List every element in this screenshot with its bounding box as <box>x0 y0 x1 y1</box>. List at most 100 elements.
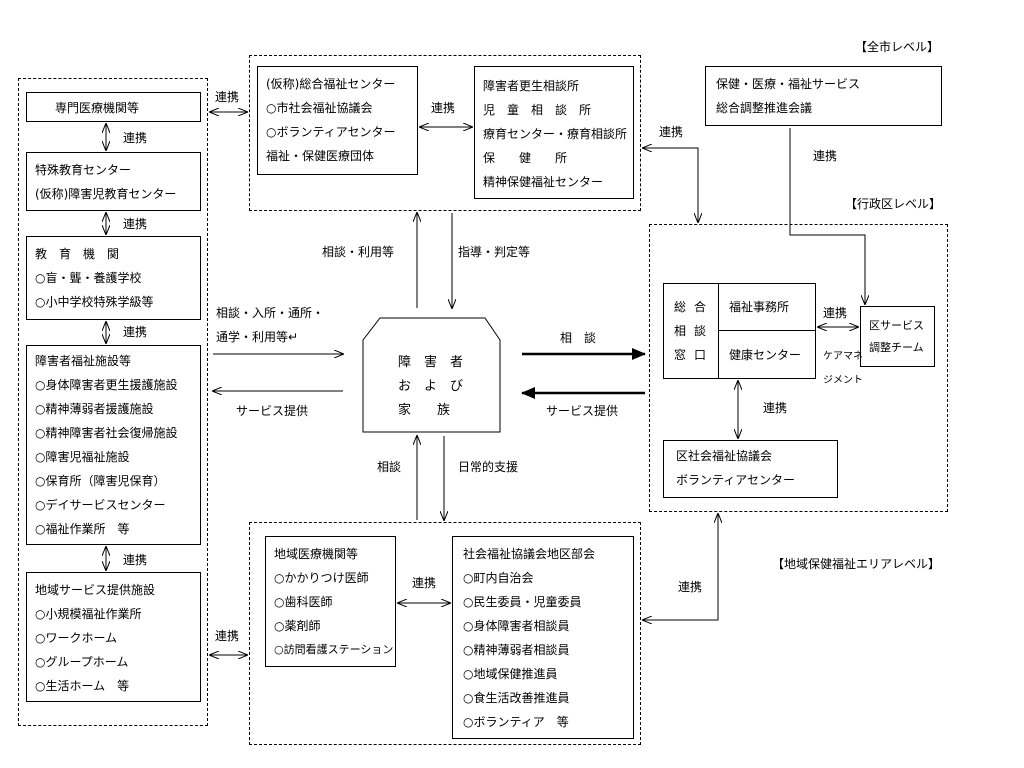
ward-level-label: 【行政区レベル】 <box>845 197 942 211</box>
community-line-3: ○ワークホーム <box>35 631 118 645</box>
local-medical-line-1: 地域医療機関等 <box>274 547 359 561</box>
district-line-6: ○地域保健推進員 <box>463 667 558 681</box>
local-medical-line-5: ○訪問看護ステーション <box>274 643 394 656</box>
welfare-facilities-box: 障害者福祉施設等 ○身体障害者更生援護施設 ○精神薄弱者援護施設 ○精神障害者社… <box>26 345 201 545</box>
education-line-2: ○盲・聾・養護学校 <box>35 271 142 285</box>
left-renkei-2: 連携 <box>123 217 148 231</box>
district-line-7: ○食生活改善推進員 <box>463 691 570 705</box>
welfare-line-4: ○精神障害者社会復帰施設 <box>35 426 178 440</box>
top-center-group <box>249 55 641 211</box>
community-line-2: ○小規模福祉作業所 <box>35 607 142 621</box>
local-medical-line-2: ○かかりつけ医師 <box>274 571 369 585</box>
district-line-3: ○民生委員・児童委員 <box>463 595 582 609</box>
care-management-line-2: ジメント <box>823 375 863 386</box>
ward-social-line-2: ボランティアセンター <box>676 473 796 487</box>
window-char-3: 相 <box>674 324 687 338</box>
top-right-link <box>643 148 698 222</box>
welfare-center-line-2: ○市社会福祉協議会 <box>266 101 373 115</box>
bottom-group <box>249 522 641 745</box>
district-line-5: ○精神薄弱者相談員 <box>463 643 570 657</box>
ward-social-box: 区社会福祉協議会 ボランティアセンター <box>663 440 838 498</box>
left-renkei-1: 連携 <box>123 131 148 145</box>
down-label: 指導・判定等 <box>458 245 531 259</box>
left-in-line-1: 相談・入所・通所・ <box>216 306 325 320</box>
welfare-center-line-4: 福祉・保健医療団体 <box>266 149 375 163</box>
city-council-line-2: 総合調整推進会議 <box>716 101 813 115</box>
team-renkei: 連携 <box>823 306 848 320</box>
district-line-4: ○身体障害者相談員 <box>463 619 570 633</box>
bottom-renkei: 連携 <box>412 576 437 590</box>
top-left-renkei: 連携 <box>215 90 240 104</box>
consult-line-2: 児 童 相 談 所 <box>483 103 592 117</box>
window-char-6: 口 <box>694 348 707 362</box>
ward-divider-horizontal <box>718 330 815 331</box>
welfare-office-text: 福祉事務所 <box>729 300 790 314</box>
city-level-label: 【全市レベル】 <box>855 40 940 54</box>
education-line-3: ○小中学校特殊学級等 <box>35 295 154 309</box>
local-medical-line-4: ○薬剤師 <box>274 619 321 633</box>
consult-line-5: 精神保健福祉センター <box>483 175 604 189</box>
special-education-line-2: (仮称)障害児教育センター <box>35 187 177 201</box>
community-line-1: 地域サービス提供施設 <box>35 583 156 597</box>
window-char-4: 談 <box>694 324 707 338</box>
city-council-box: 保健・医療・福祉サービス 総合調整推進会議 <box>705 66 942 126</box>
community-line-4: ○グループホーム <box>35 655 129 669</box>
left-in-line-2: 通学・利用等↵ <box>216 330 299 344</box>
window-char-2: 合 <box>694 300 707 314</box>
ward-social-line-1: 区社会福祉協議会 <box>676 449 773 463</box>
city-ward-renkei: 連携 <box>813 149 838 163</box>
welfare-line-5: ○障害児福祉施設 <box>35 450 130 464</box>
window-char-1: 総 <box>674 300 687 314</box>
district-council-box: 社会福祉協議会地区部会 ○町内自治会 ○民生委員・児童委員 ○身体障害者相談員 … <box>452 536 634 739</box>
consult-line-1: 障害者更生相談所 <box>483 79 580 93</box>
window-char-5: 窓 <box>674 348 687 362</box>
district-line-2: ○町内自治会 <box>463 571 534 585</box>
specialized-medical-text: 専門医療機関等 <box>55 101 140 115</box>
community-line-5: ○生活ホーム 等 <box>35 679 130 693</box>
local-medical-line-3: ○歯科医師 <box>274 595 333 609</box>
district-line-8: ○ボランティア 等 <box>463 715 569 729</box>
welfare-center-line-3: ○ボランティアセンター <box>266 125 396 139</box>
service-team-box: 区サービス 調整チーム <box>860 306 935 367</box>
family-line-3: 家 族 <box>398 403 451 418</box>
right-in-label: 相 談 <box>560 331 597 345</box>
education-box: 教 育 機 関 ○盲・聾・養護学校 ○小中学校特殊学級等 <box>26 236 201 320</box>
consult-line-3: 療育センター・療育相談所 <box>483 127 628 141</box>
right-out-label: サービス提供 <box>546 404 619 418</box>
top-center-renkei: 連携 <box>431 101 456 115</box>
welfare-line-6: ○保育所（障害児保育） <box>35 474 166 488</box>
up-label: 相談・利用等 <box>322 245 395 259</box>
local-medical-box: 地域医療機関等 ○かかりつけ医師 ○歯科医師 ○薬剤師 ○訪問看護ステーション <box>265 536 396 667</box>
low-up-label: 相談 <box>377 460 402 474</box>
consult-line-4: 保 健 所 <box>483 151 568 165</box>
city-council-line-1: 保健・医療・福祉サービス <box>716 77 861 91</box>
welfare-line-8: ○福祉作業所 等 <box>35 522 130 536</box>
left-out-label: サービス提供 <box>236 404 309 418</box>
welfare-center-line-1: (仮称)総合福祉センター <box>266 77 396 91</box>
bottom-left-renkei: 連携 <box>215 629 240 643</box>
health-center-text: 健康センター <box>729 348 802 362</box>
ward-group <box>649 224 948 512</box>
city-team-link <box>789 128 865 304</box>
service-team-line-1: 区サービス <box>869 319 924 332</box>
ward-window-box: 総 合 相 談 窓 口 福祉事務所 健康センター <box>663 283 816 379</box>
top-right-renkei: 連携 <box>659 125 684 139</box>
community-services-box: 地域サービス提供施設 ○小規模福祉作業所 ○ワークホーム ○グループホーム ○生… <box>26 572 201 702</box>
special-education-line-1: 特殊教育センター <box>35 163 132 177</box>
welfare-line-2: ○身体障害者更生援護施設 <box>35 378 178 392</box>
consult-offices-box: 障害者更生相談所 児 童 相 談 所 療育センター・療育相談所 保 健 所 精神… <box>474 66 634 199</box>
district-line-1: 社会福祉協議会地区部会 <box>463 547 596 561</box>
low-down-label: 日常的支援 <box>458 460 519 474</box>
welfare-line-3: ○精神薄弱者援護施設 <box>35 402 154 416</box>
family-line-1: 障 害 者 <box>398 355 464 370</box>
area-level-label: 【地域保健福祉エリアレベル】 <box>772 557 941 571</box>
special-education-box: 特殊教育センター (仮称)障害児教育センター <box>26 152 201 211</box>
left-renkei-3: 連携 <box>123 325 148 339</box>
left-renkei-4: 連携 <box>123 553 148 567</box>
welfare-line-1: 障害者福祉施設等 <box>35 354 132 368</box>
care-management-line-1: ケアマネ <box>823 351 863 362</box>
ward-social-renkei: 連携 <box>763 401 788 415</box>
welfare-line-7: ○デイサービスセンター <box>35 498 166 512</box>
family-line-2: お よ び <box>398 379 464 394</box>
